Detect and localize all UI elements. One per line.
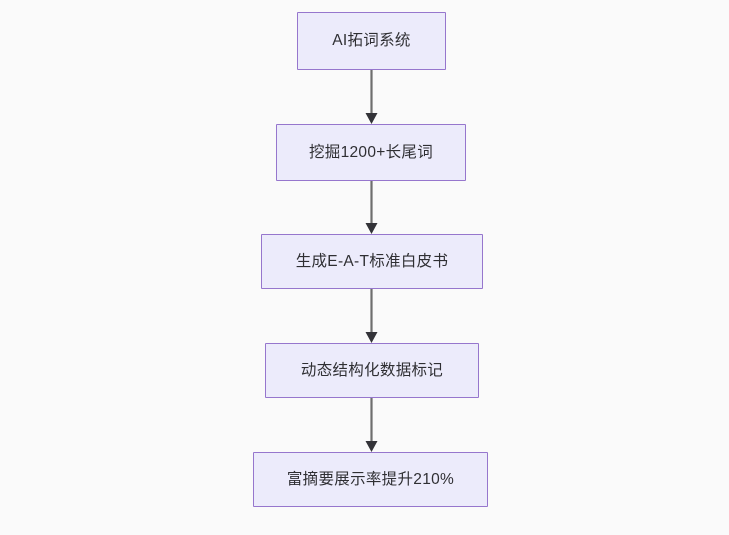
edge-n3-n4 <box>365 289 378 343</box>
flowchart-node-label: 挖掘1200+长尾词 <box>308 143 434 161</box>
edge-n4-n5 <box>365 398 378 452</box>
arrowhead-icon-n3-n4 <box>365 332 378 343</box>
flowchart-node-generate-eat-whitepaper[interactable]: 生成E-A-T标准白皮书 <box>261 234 483 289</box>
flowchart-node-label: 富摘要展示率提升210% <box>286 470 455 488</box>
flowchart-node-rich-snippet-rate-increase[interactable]: 富摘要展示率提升210% <box>253 452 488 507</box>
flowchart-node-dynamic-structured-data-markup[interactable]: 动态结构化数据标记 <box>265 343 479 398</box>
flowchart-node-label: AI拓词系统 <box>332 32 411 50</box>
arrowhead-icon-n2-n3 <box>365 223 378 234</box>
arrowhead-icon-n4-n5 <box>365 441 378 452</box>
edge-n1-n2 <box>365 70 378 124</box>
flowchart-node-ai-keyword-system[interactable]: AI拓词系统 <box>297 12 446 70</box>
edge-n2-n3 <box>365 181 378 234</box>
flowchart-node-label: 生成E-A-T标准白皮书 <box>295 252 449 270</box>
flowchart-node-mine-longtail-keywords[interactable]: 挖掘1200+长尾词 <box>276 124 466 181</box>
flowchart-node-label: 动态结构化数据标记 <box>300 361 444 379</box>
arrowhead-icon-n1-n2 <box>365 113 378 124</box>
